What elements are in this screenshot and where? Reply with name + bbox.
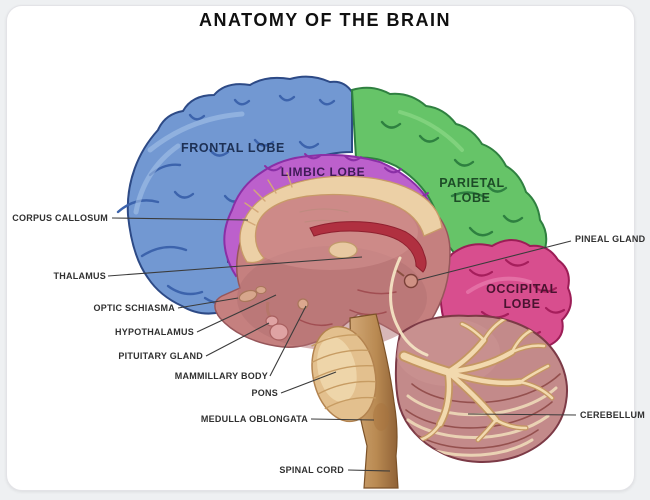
optic-chiasma-shape (238, 286, 267, 303)
parietal-lobe-shape (350, 86, 548, 274)
line-optic-schiasma (177, 297, 239, 309)
label-corpus-callosum: CORPUS CALLOSUM (12, 213, 108, 223)
callout-lines (107, 217, 577, 472)
line-spinal-cord (347, 469, 391, 472)
interthalamic-adhesion-shape (328, 241, 358, 259)
pituitary-gland-shape (265, 301, 289, 341)
label-hypothalamus: HYPOTHALAMUS (115, 327, 194, 337)
label-spinal-cord: SPINAL CORD (279, 465, 344, 475)
pineal-gland-shape (395, 269, 419, 289)
label-mammillary-body: MAMMILLARY BODY (174, 371, 268, 381)
mammillary-body-shape (297, 298, 309, 310)
label-pituitary-gland: PITUITARY GLAND (118, 351, 203, 361)
label-thalamus: THALAMUS (53, 271, 106, 281)
line-cerebellum (467, 413, 577, 416)
line-corpus-callosum (111, 217, 249, 221)
page-title: ANATOMY OF THE BRAIN (198, 10, 451, 30)
label-limbic-lobe: LIMBIC LOBE (280, 165, 366, 179)
line-pons (280, 371, 337, 394)
midbrain-boundary-arc (389, 256, 429, 357)
cerebellum-shape (394, 314, 568, 463)
pons-shape (311, 325, 377, 423)
label-frontal-lobe: FRONTAL LOBE (181, 141, 285, 155)
label-pineal-gland: PINEAL GLAND (575, 234, 646, 244)
line-medulla-oblongata (310, 418, 375, 421)
label-parietal-lobe: PARIETAL LOBE (439, 176, 505, 205)
label-optic-schiasma: OPTIC SCHIASMA (93, 303, 175, 313)
label-occipital-lobe: OCCIPITAL LOBE (486, 282, 558, 311)
line-pituitary-gland (205, 322, 270, 357)
line-pineal-gland (417, 240, 572, 281)
line-hypothalamus (196, 294, 277, 333)
label-medulla-oblongata: MEDULLA OBLONGATA (200, 414, 308, 424)
line-mammillary-body (269, 305, 307, 377)
label-cerebellum: CEREBELLUM (580, 410, 645, 420)
fornix-shape (309, 221, 427, 273)
label-pons: PONS (251, 388, 278, 398)
line-thalamus (107, 256, 363, 277)
